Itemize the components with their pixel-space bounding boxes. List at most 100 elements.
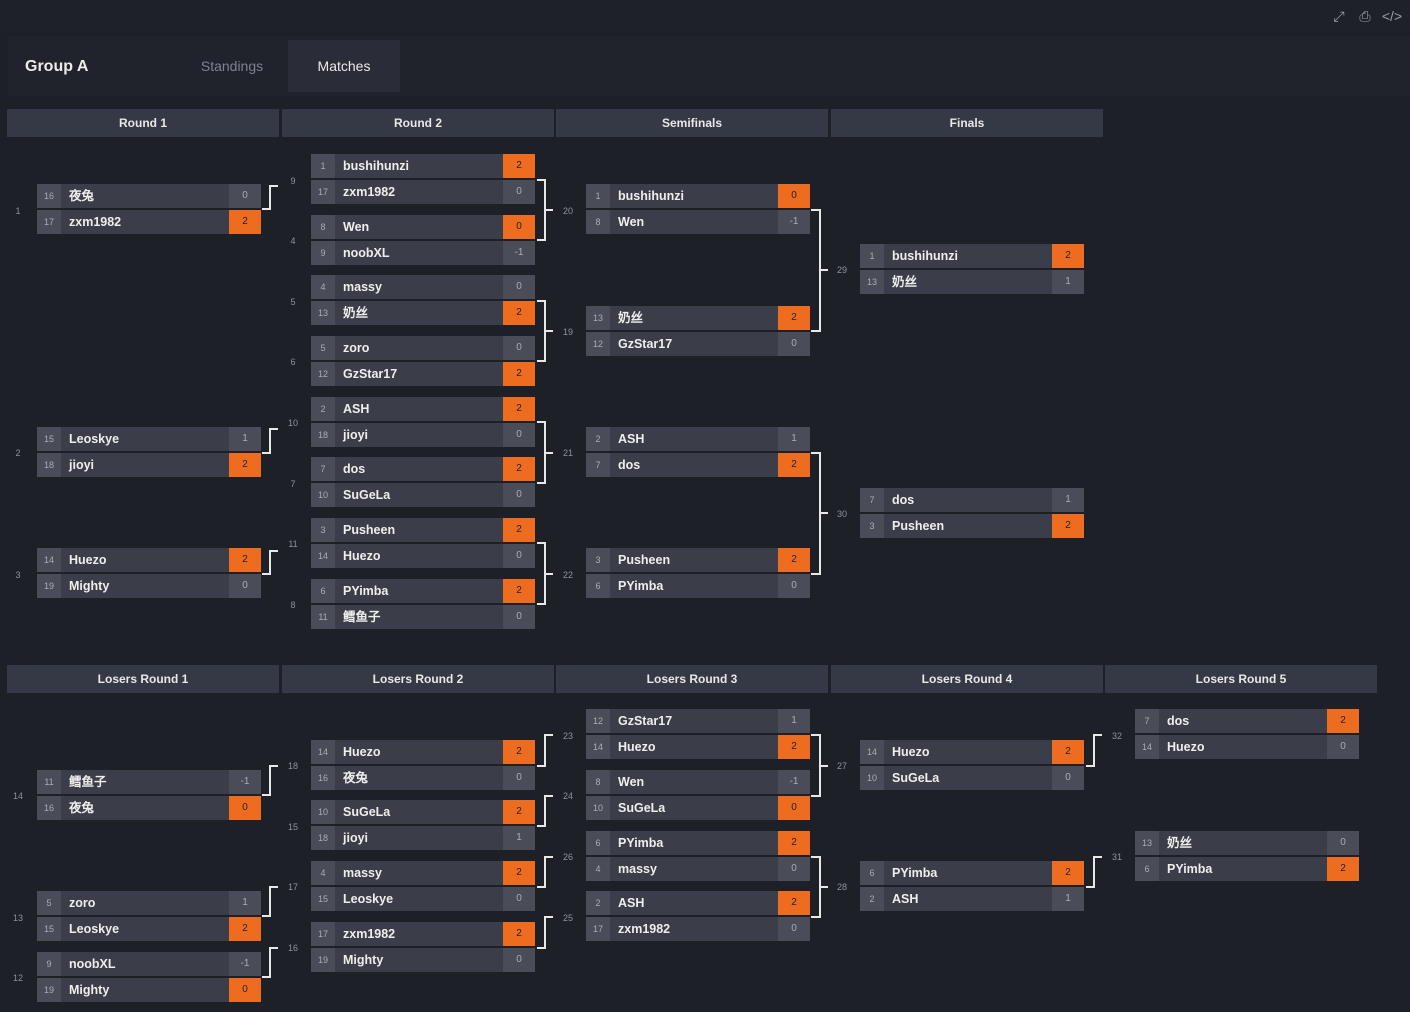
score: 0 [503, 336, 535, 360]
tab-standings[interactable]: Standings [200, 58, 264, 74]
seed-number: 19 [37, 978, 61, 1002]
player-name: GzStar17 [618, 714, 673, 728]
seed-number: 10 [586, 796, 610, 820]
seed-number: 9 [311, 241, 335, 265]
player-name: bushihunzi [892, 249, 958, 263]
match-number: 15 [287, 822, 298, 832]
connector-line [537, 916, 553, 949]
seed-number: 18 [37, 453, 61, 477]
match-number: 5 [290, 297, 296, 307]
code-icon[interactable]: </> [1381, 8, 1403, 24]
tab-matches[interactable]: Matches [288, 40, 400, 92]
winner-score: 2 [1052, 244, 1084, 268]
player-name: PYimba [1167, 862, 1213, 876]
seed-number: 6 [586, 574, 610, 598]
player-name: ASH [343, 402, 370, 416]
fullscreen-icon[interactable]: ⤢ [1333, 8, 1345, 24]
print-icon[interactable]: ⎙ [1359, 8, 1371, 24]
seed-number: 14 [586, 735, 610, 759]
winner-score: 2 [778, 453, 810, 477]
match-number: 24 [562, 791, 573, 801]
match-number: 21 [562, 448, 573, 458]
winner-score: 2 [1052, 514, 1084, 538]
player-name: Huezo [892, 745, 930, 759]
match-number: 2 [15, 448, 21, 458]
seed-number: 17 [586, 917, 610, 941]
winner-score: 0 [503, 215, 535, 239]
round-header-losers-round-2: Losers Round 2 [282, 665, 554, 693]
player-name: Mighty [69, 983, 110, 997]
score: 1 [1052, 488, 1084, 512]
player-name: Huezo [618, 740, 656, 754]
connector-line [811, 452, 821, 575]
winner-score: 2 [503, 518, 535, 542]
player-name: Huezo [1167, 740, 1205, 754]
